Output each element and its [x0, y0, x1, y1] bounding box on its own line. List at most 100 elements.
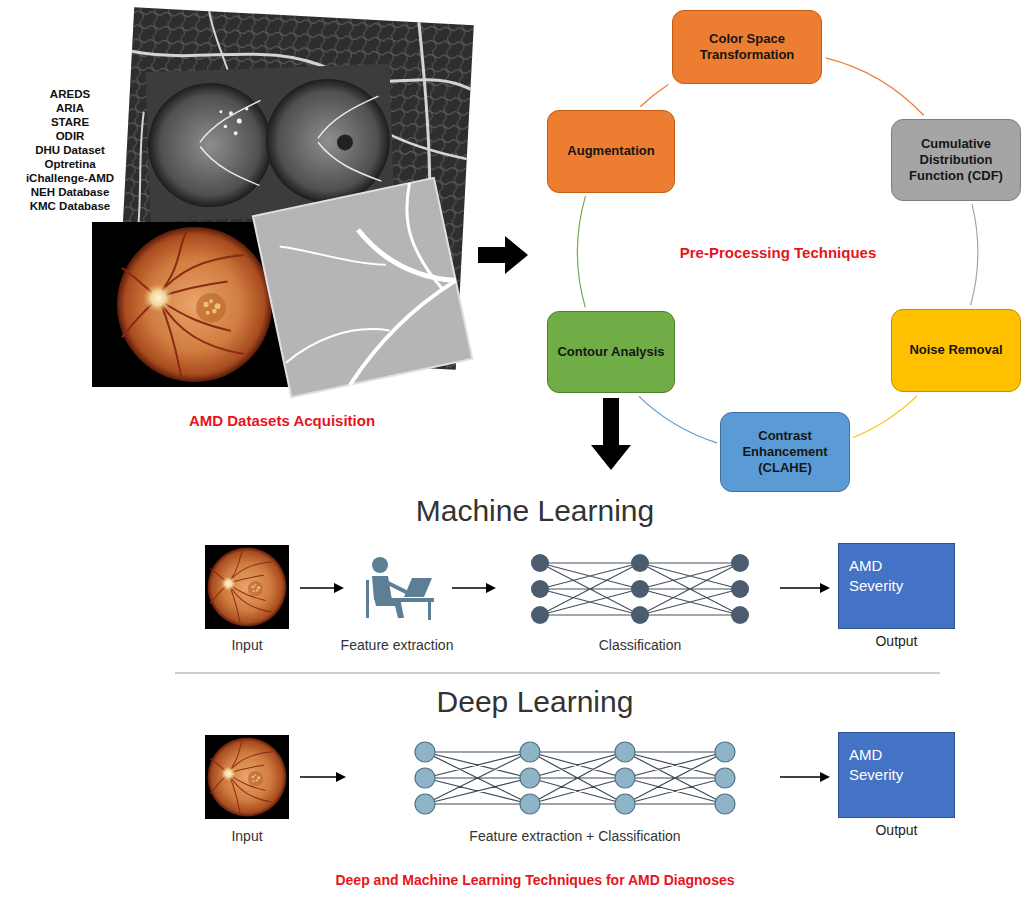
dataset-name: DHU Dataset	[35, 144, 105, 157]
dataset-name: KMC Database	[30, 200, 111, 213]
output-box: AMD SeverityOutput	[838, 732, 955, 818]
grey-angiogram	[400, 181, 442, 293]
person-icon	[386, 582, 410, 594]
block-arrow	[591, 398, 631, 470]
dataset-name: AREDS	[50, 88, 90, 101]
node-text: Cumulative Distribution Function (CDF)	[900, 136, 1012, 185]
small-arrow	[300, 587, 336, 589]
person-icon	[396, 598, 434, 602]
person-icon	[372, 576, 392, 600]
grey-angiogram	[333, 281, 472, 385]
node-text: AMD Severity	[849, 745, 921, 784]
angiogram-pair	[316, 96, 379, 138]
dataset-name: NEH Database	[31, 186, 110, 199]
neural-network	[531, 554, 549, 572]
angiogram-pair	[200, 144, 259, 187]
node-text: Contrast Enhancement (CLAHE)	[729, 428, 841, 477]
small-arrow	[300, 772, 346, 782]
neural-network	[520, 742, 540, 762]
process-box: Cumulative Distribution Function (CDF)	[891, 119, 1021, 201]
section-caption: AMD Datasets Acquisition	[189, 412, 375, 429]
neural-network	[615, 742, 635, 762]
small-arrow	[486, 583, 496, 593]
angiogram-pair	[264, 77, 392, 205]
angiogram-pair	[199, 100, 262, 142]
angiogram-pair	[146, 81, 274, 209]
cycle-connector	[971, 204, 978, 305]
small-arrow	[452, 587, 488, 589]
neural-network	[615, 794, 635, 814]
neural-network	[415, 742, 435, 762]
grey-angiogram	[280, 226, 386, 286]
small-arrow	[780, 587, 822, 589]
dataset-name: ODIR	[56, 130, 85, 143]
angiogram-pair	[229, 111, 233, 115]
node-text: Noise Removal	[909, 342, 1002, 358]
small-arrow	[336, 772, 346, 782]
section-title: Deep Learning	[437, 685, 634, 719]
angiogram-pair	[337, 134, 354, 151]
angiogram-pair	[219, 107, 249, 136]
neural-network	[731, 580, 749, 598]
angiogram-pair	[245, 107, 248, 110]
small-arrow	[300, 583, 344, 593]
grey-angiogram	[253, 178, 472, 397]
neural-network	[520, 794, 540, 814]
dataset-name: Optretina	[44, 158, 95, 171]
person-icon	[428, 602, 431, 620]
neural-network	[415, 742, 735, 814]
figure-caption: Deep and Machine Learning Techniques for…	[335, 872, 734, 888]
small-arrow	[780, 776, 822, 778]
neural-network	[531, 580, 549, 598]
person-icon	[366, 580, 369, 618]
fundus-photo	[112, 222, 277, 387]
neural-network	[631, 606, 649, 624]
block-arrow	[478, 236, 528, 274]
neural-network	[715, 742, 735, 762]
connector-arc	[639, 396, 717, 443]
cycle-connector	[853, 396, 917, 438]
section-caption: Pre-Processing Techniques	[680, 244, 876, 261]
connector-arc	[853, 396, 917, 438]
output-box: AMD SeverityOutput	[838, 543, 955, 629]
input-image	[205, 545, 289, 629]
neural-network	[520, 768, 540, 788]
output-label: Output	[819, 822, 974, 838]
neural-network	[631, 554, 649, 572]
node-text: Augmentation	[567, 143, 654, 159]
grey-angiogram	[282, 323, 391, 362]
process-box: Contrast Enhancement (CLAHE)	[720, 412, 850, 492]
divider-line	[175, 673, 940, 674]
process-box: Noise Removal	[891, 309, 1021, 392]
small-arrow	[780, 772, 830, 782]
node-text: AMD Severity	[849, 556, 921, 595]
step-label: Input	[231, 828, 262, 844]
cycle-connector	[639, 396, 717, 443]
input-image	[205, 735, 289, 819]
dataset-name: STARE	[51, 116, 89, 129]
connector-arc	[971, 204, 978, 305]
step-label: Classification	[599, 637, 681, 653]
process-box: Color Space Transformation	[672, 10, 822, 84]
dataset-name: iChallenge-AMD	[26, 172, 114, 185]
grey-angiogram	[253, 178, 472, 397]
angiogram-pair	[237, 118, 242, 123]
angiogram-pair	[224, 125, 228, 129]
small-arrow	[452, 583, 496, 593]
neural-network	[531, 606, 549, 624]
angiogram-pair	[219, 110, 222, 113]
connector-arc	[826, 58, 924, 116]
grey-angiogram	[255, 178, 472, 397]
neural-network	[531, 554, 749, 624]
neural-network	[715, 794, 735, 814]
neural-network	[415, 742, 735, 814]
small-arrow	[820, 583, 830, 593]
neural-network	[425, 752, 725, 804]
angiogram-pair	[199, 96, 382, 187]
section-title: Machine Learning	[416, 494, 655, 528]
cycle-connector	[640, 85, 668, 107]
neural-network	[731, 554, 749, 572]
cycle-connector	[578, 196, 586, 307]
connector-arc	[640, 85, 668, 107]
